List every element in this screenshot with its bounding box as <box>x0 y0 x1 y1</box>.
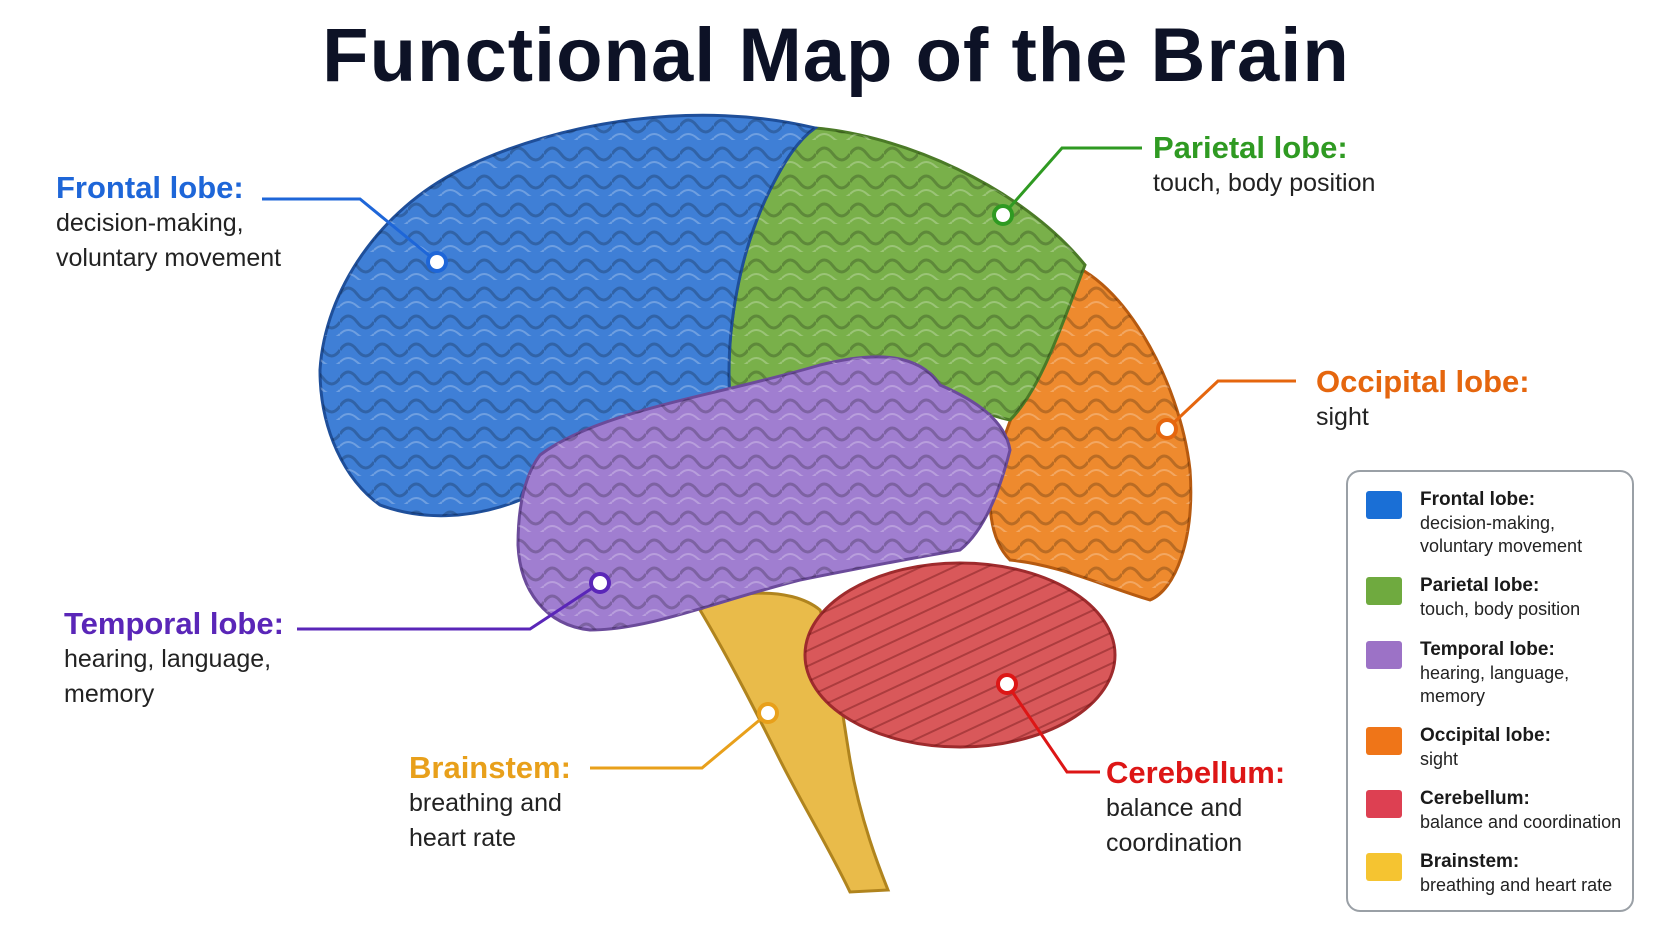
legend-swatch-temporal <box>1366 641 1402 669</box>
legend-item-desc: sight <box>1420 749 1459 769</box>
legend-item-name: Occipital lobe: <box>1420 725 1551 746</box>
legend-item-name: Cerebellum: <box>1420 788 1530 809</box>
cerebellum-callout: Cerebellum: balance and coordination <box>1106 755 1285 861</box>
frontal-callout-desc: decision-making, voluntary movement <box>56 209 282 272</box>
legend-item-name: Frontal lobe: <box>1420 489 1536 510</box>
brainstem-callout-title: Brainstem: <box>409 750 571 785</box>
legend-swatch-parietal <box>1366 577 1402 605</box>
cerebellum-callout-desc: balance and coordination <box>1106 794 1243 857</box>
occipital-callout-title: Occipital lobe: <box>1316 364 1530 399</box>
legend-swatch-brainstem <box>1366 853 1402 881</box>
legend-item-desc: balance and coordination <box>1420 812 1622 832</box>
occipital-marker <box>1156 418 1178 440</box>
cerebellum-marker <box>996 673 1018 695</box>
cerebellum-callout-title: Cerebellum: <box>1106 755 1286 790</box>
parietal-lobe-region <box>727 126 1087 422</box>
parietal-callout-title: Parietal lobe: <box>1153 130 1348 165</box>
legend-item-desc: breathing and heart rate <box>1420 875 1613 895</box>
parietal-callout-desc: touch, body position <box>1153 169 1376 197</box>
occipital-callout: Occipital lobe: sight <box>1316 364 1530 435</box>
parietal-leader-line <box>1001 146 1142 216</box>
occipital-leader-line <box>1165 379 1296 431</box>
frontal-leader-line <box>262 197 438 264</box>
frontal-callout-title: Frontal lobe: <box>56 170 244 205</box>
brainstem-marker <box>757 702 779 724</box>
legend-item-name: Brainstem: <box>1420 851 1520 872</box>
temporal-marker <box>589 572 611 594</box>
cerebellum-leader-line <box>1005 683 1100 774</box>
temporal-callout: Temporal lobe: hearing, language, memory <box>64 606 284 712</box>
brainstem-callout-desc: breathing and heart rate <box>409 789 562 852</box>
parietal-callout: Parietal lobe: touch, body position <box>1153 130 1375 201</box>
brainstem-callout: Brainstem: breathing and heart rate <box>409 750 571 856</box>
frontal-callout: Frontal lobe: decision-making, voluntary… <box>56 170 281 276</box>
legend-item-name: Parietal lobe: <box>1420 575 1540 596</box>
brainstem-leader-line <box>590 711 769 770</box>
frontal-marker <box>426 251 448 273</box>
temporal-callout-title: Temporal lobe: <box>64 606 284 641</box>
legend-item-desc: touch, body position <box>1420 599 1581 619</box>
legend-item-name: Temporal lobe: <box>1420 639 1555 660</box>
legend-item-desc: decision-making, voluntary movement <box>1420 513 1583 556</box>
temporal-leader-line <box>297 581 601 631</box>
cerebellum-region <box>803 561 1117 749</box>
frontal-lobe-region <box>318 113 819 518</box>
temporal-callout-desc: hearing, language, memory <box>64 645 272 708</box>
occipital-callout-desc: sight <box>1316 403 1369 431</box>
legend-item-desc: hearing, language, memory <box>1420 663 1570 706</box>
legend: Frontal lobe: decision-making, voluntary… <box>1346 470 1634 912</box>
temporal-lobe-region <box>516 355 1012 632</box>
legend-swatch-cerebellum <box>1366 790 1402 818</box>
legend-swatch-frontal <box>1366 491 1402 519</box>
page-title: Functional Map of the Brain <box>322 13 1350 98</box>
parietal-marker <box>992 204 1014 226</box>
legend-swatch-occipital <box>1366 727 1402 755</box>
brainstem-region <box>698 591 891 894</box>
